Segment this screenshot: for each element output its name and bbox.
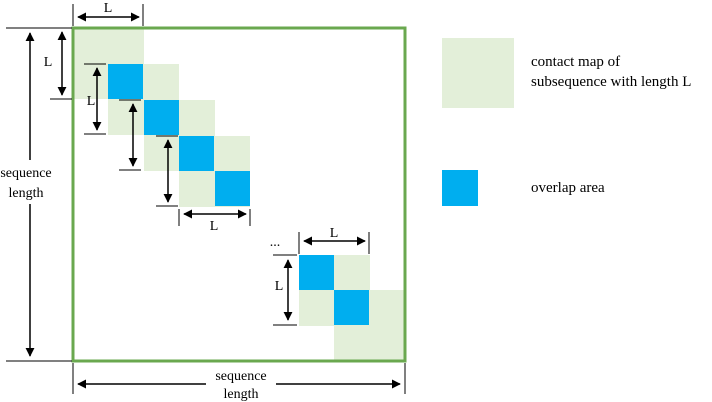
bottom-length-label-line1: sequence [215,369,266,384]
legend-contact-line1: contact map of [531,54,621,70]
legend-contact-line2: subsequence with length L [531,74,692,90]
contact-blocks [73,28,405,361]
overlap-square-6 [334,290,369,325]
label-backdrop [206,365,276,401]
sequence-matrix-frame [71,26,407,363]
ellipsis-label: ... [270,235,281,250]
vertical-L-label-1: L [44,55,53,70]
bottom-length-label-line2: length [224,387,259,402]
overlap-square-5 [299,255,334,290]
overlap-area-swatch [442,170,478,206]
top-L-label: L [104,1,113,16]
left-length-label-line2: length [9,186,44,201]
overlap-square-3 [179,136,214,171]
left-length-label-line1: sequence [0,166,51,181]
overlap-square-1 [108,64,143,99]
lower-left-L-label: L [275,279,284,294]
middle-L-label: L [210,219,219,234]
overlap-square-4 [215,171,250,206]
contact-map-swatch [442,38,514,108]
label-backdrop [0,160,54,204]
overlap-square-2 [144,100,179,135]
vertical-L-label-2: L [87,94,96,109]
legend-overlap: overlap area [531,180,605,196]
lower-top-L-label: L [330,226,339,241]
